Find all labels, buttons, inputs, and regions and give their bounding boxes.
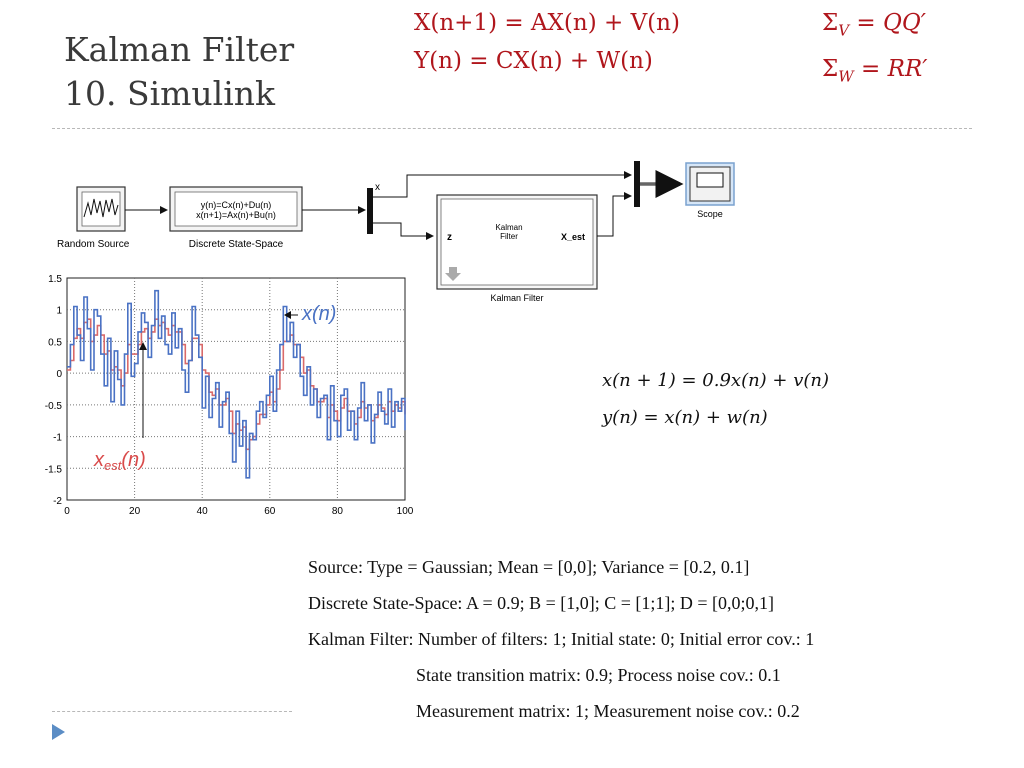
kf-label: Kalman Filter — [490, 293, 543, 303]
y-tick-label: 1.5 — [48, 274, 62, 285]
footer-separator — [52, 711, 292, 712]
param-kalman-filter: Kalman Filter: Number of filters: 1; Ini… — [308, 629, 815, 649]
covariance-equations: ΣV = QQ′ ΣW = RR′ — [822, 4, 927, 95]
simulink-diagram: Random Source y(n)=Cx(n)+Du(n) x(n+1)=Ax… — [57, 161, 735, 303]
dss-equation-1: y(n)=Cx(n)+Du(n) — [201, 200, 272, 210]
y-tick-label: -0.5 — [45, 401, 63, 412]
xest-base: x — [93, 449, 105, 471]
x-tick-label: 40 — [197, 506, 209, 517]
model-observation-equation: y(n) = x(n) + w(n) — [602, 407, 768, 428]
arrow-head-icon — [284, 311, 291, 319]
xest-rest: (n) — [121, 449, 145, 471]
x-tick-label: 20 — [129, 506, 141, 517]
observation-equation: Y(n) = CX(n) + W(n) — [414, 48, 653, 74]
y-tick-label: 0.5 — [48, 337, 62, 348]
random-source-block[interactable] — [76, 186, 126, 232]
kf-input-port: z — [447, 232, 452, 243]
dss-equation-2: x(n+1)=Ax(n)+Bu(n) — [196, 210, 276, 220]
mux-block[interactable] — [634, 161, 640, 207]
x-tick-label: 80 — [332, 506, 344, 517]
cov-w-rhs: = RR′ — [853, 55, 928, 82]
slide-title: Kalman Filter 10. Simulink — [64, 28, 294, 116]
title-separator — [52, 128, 972, 129]
xest-annotation: xest(n) — [93, 449, 146, 473]
demux-block[interactable] — [367, 188, 373, 234]
kalman-filter-block[interactable]: z Kalman Filter X_est — [436, 194, 598, 290]
param-measurement: Measurement matrix: 1; Measurement noise… — [416, 701, 800, 721]
noise-wave-icon — [83, 198, 119, 218]
param-source: Source: Type = Gaussian; Mean = [0,0]; V… — [308, 557, 750, 577]
title-line-1: Kalman Filter — [64, 30, 295, 69]
scope-label: Scope — [697, 209, 723, 219]
plot-ticks: 0 20 40 60 80 100 1.5 1 0.5 0 -0.5 -1 -1.5 -2 — [45, 274, 414, 517]
cov-v-equation: ΣV = QQ′ — [822, 4, 927, 50]
xest-subscript: est — [104, 458, 123, 473]
model-state-equation: x(n + 1) = 0.9x(n) + v(n) — [602, 370, 830, 391]
y-tick-label: 0 — [56, 369, 62, 380]
x-tick-label: 100 — [397, 506, 414, 517]
parameters-list: Source: Type = Gaussian; Mean = [0,0]; V… — [308, 552, 814, 732]
scope-screen-icon — [696, 172, 724, 188]
y-tick-label: -1.5 — [45, 464, 63, 475]
down-arrow-icon — [445, 267, 461, 281]
system-equations: X(n+1) = AX(n) + V(n) Y(n) = CX(n) + W(n… — [414, 4, 680, 80]
param-state-space: Discrete State-Space: A = 0.9; B = [1,0]… — [308, 593, 775, 613]
sigma-subscript: W — [838, 67, 854, 86]
kf-output-port: X_est — [561, 232, 585, 242]
y-tick-label: 1 — [56, 306, 62, 317]
plot-area — [66, 277, 406, 501]
scope-block[interactable] — [685, 162, 735, 206]
series-line-x-n- — [67, 289, 406, 479]
dss-label: Discrete State-Space — [189, 239, 284, 250]
sigma-subscript: V — [838, 21, 850, 40]
kf-center-line-2: Filter — [500, 232, 518, 241]
signal-line — [373, 222, 434, 240]
x-annotation: x(n) — [301, 303, 336, 325]
kf-center-line-1: Kalman — [495, 223, 522, 232]
cov-v-rhs: = QQ′ — [849, 10, 926, 36]
bullet-icon — [52, 724, 65, 740]
param-state-transition: State transition matrix: 0.9; Process no… — [416, 665, 781, 685]
signal-line — [373, 171, 632, 198]
state-equation: X(n+1) = AX(n) + V(n) — [414, 10, 680, 36]
arrow-head-icon — [139, 342, 147, 350]
random-source-label: Random Source — [57, 239, 130, 250]
y-tick-label: -2 — [53, 496, 62, 507]
sigma-symbol: Σ — [822, 10, 839, 36]
discrete-state-space-block[interactable]: y(n)=Cx(n)+Du(n) x(n+1)=Ax(n)+Bu(n) — [169, 186, 303, 232]
signal-line — [597, 192, 632, 237]
sigma-symbol: Σ — [822, 55, 839, 82]
title-line-2: 10. Simulink — [64, 74, 276, 113]
x-tick-label: 0 — [64, 506, 70, 517]
cov-w-equation: ΣW = RR′ — [822, 50, 927, 96]
demux-output-label: x — [375, 182, 380, 193]
x-tick-label: 60 — [264, 506, 276, 517]
y-tick-label: -1 — [53, 433, 62, 444]
plot-lines — [67, 289, 406, 479]
